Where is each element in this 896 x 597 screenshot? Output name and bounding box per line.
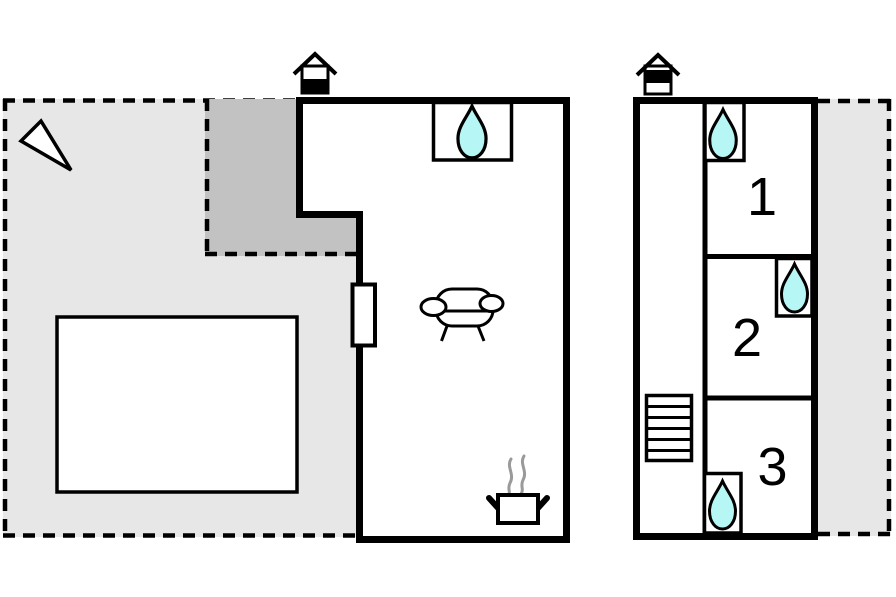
door-icon bbox=[350, 282, 377, 348]
cooking-pot-icon bbox=[486, 454, 550, 525]
steam-lines bbox=[507, 454, 527, 497]
right-plot-ground bbox=[818, 99, 891, 536]
room1-label: 1 bbox=[747, 167, 777, 227]
annex-walls bbox=[633, 97, 818, 540]
pool-icon bbox=[55, 315, 299, 494]
stairs-icon bbox=[644, 393, 694, 463]
main-building-walls bbox=[296, 97, 570, 543]
sofa-icon bbox=[419, 287, 505, 342]
annex-building: 1 2 3 bbox=[633, 52, 818, 540]
main-building bbox=[292, 51, 570, 543]
chimney-icon bbox=[292, 51, 338, 95]
interior-walls bbox=[702, 103, 811, 533]
north-arrow-icon bbox=[18, 118, 73, 172]
chimney-icon bbox=[635, 52, 681, 96]
right-plot-boundary-dashed bbox=[818, 98, 892, 537]
room2-label: 2 bbox=[732, 308, 762, 368]
right-plot-area bbox=[818, 98, 892, 537]
terrace-boundary-dashed bbox=[204, 99, 360, 257]
room3-label: 3 bbox=[757, 437, 787, 497]
